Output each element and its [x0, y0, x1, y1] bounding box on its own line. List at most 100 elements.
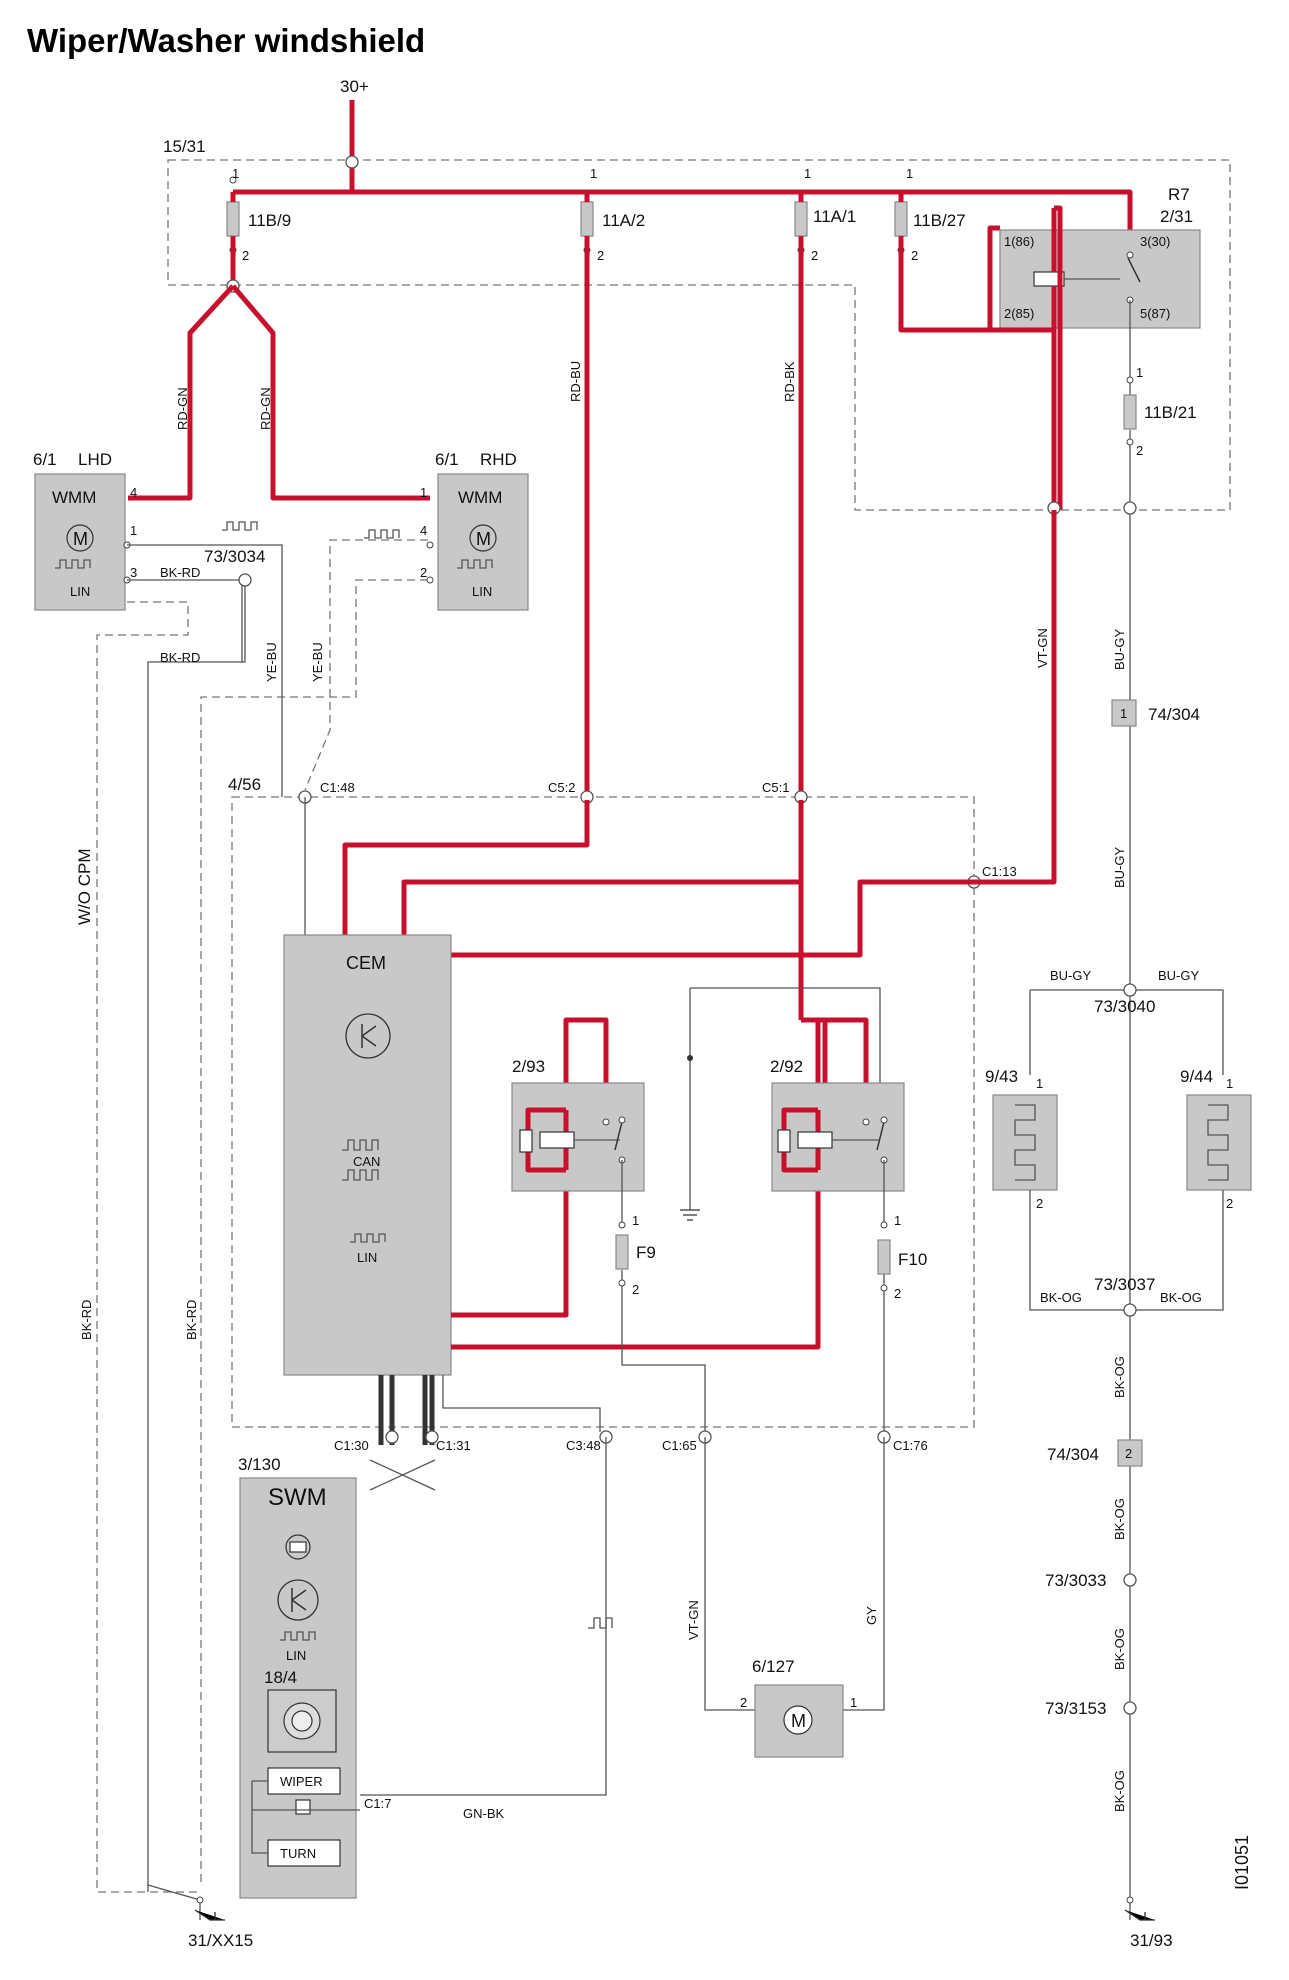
left-ground-pin	[196, 1896, 204, 1904]
supply-node	[345, 155, 359, 169]
can-twist	[369, 1459, 436, 1491]
svg-text:18/4: 18/4	[264, 1668, 297, 1687]
svg-text:6/1: 6/1	[33, 450, 57, 469]
relay-ground-wire	[689, 987, 881, 1210]
svg-text:1(86): 1(86)	[1004, 234, 1034, 249]
svg-text:4: 4	[420, 523, 427, 538]
svg-text:F9: F9	[636, 1243, 656, 1262]
bk-rd-label-right: BK-RD	[184, 1300, 199, 1340]
left-ground-symbol	[194, 1909, 225, 1921]
bk-rd-label-top: BK-RD	[160, 565, 200, 580]
left-ground-wire	[147, 1884, 201, 1920]
fuse-11b27: 1 11B/27 2	[894, 166, 1000, 333]
cem-outline	[231, 796, 975, 1428]
fuse-f10: 1 F10 2	[877, 1160, 927, 1432]
svg-text:1: 1	[632, 1213, 639, 1228]
svg-text:CAN: CAN	[353, 1154, 380, 1169]
svg-text:2: 2	[1125, 1446, 1132, 1461]
svg-text:1: 1	[1136, 365, 1143, 380]
vt-gn-label: VT-GN	[1035, 628, 1050, 668]
rd-bu-label: RD-BU	[568, 361, 583, 402]
svg-text:1: 1	[850, 1695, 857, 1710]
right-ground-symbol	[1124, 1909, 1155, 1921]
svg-text:LIN: LIN	[70, 584, 90, 599]
cem-to-c348	[442, 1375, 601, 1432]
c148-label: C1:48	[320, 780, 355, 795]
heater-feed-wire	[1029, 989, 1224, 1075]
wo-cpm-label: W/O CPM	[75, 849, 94, 926]
svg-text:11A/2: 11A/2	[602, 211, 645, 230]
splice-3153-label: 73/3153	[1045, 1699, 1106, 1718]
svg-text:2: 2	[911, 248, 918, 263]
splice-3034: 73/3034	[204, 547, 265, 566]
wmm-rhd: 6/1 RHD WMM M LIN 1 4 2	[420, 450, 529, 611]
c131-label: C1:31	[436, 1438, 471, 1453]
splice-3033-node	[1123, 1573, 1137, 1587]
svg-text:74/304: 74/304	[1148, 705, 1200, 724]
page-title: Wiper/Washer windshield	[27, 22, 426, 59]
svg-text:3/130: 3/130	[238, 1455, 281, 1474]
bk-og-label-2: BK-OG	[1160, 1290, 1202, 1305]
svg-text:LIN: LIN	[472, 584, 492, 599]
fusebox-id: 15/31	[163, 137, 206, 156]
vt-gn-pump-wire	[704, 1437, 755, 1711]
relay-r7: R7 2/31 1(86) 3(30) 2(85) 5(87)	[990, 185, 1201, 333]
c131-node	[425, 1430, 439, 1444]
svg-text:11B/27: 11B/27	[913, 211, 966, 230]
svg-text:2: 2	[894, 1286, 901, 1301]
svg-text:74/304: 74/304	[1047, 1445, 1099, 1464]
svg-text:2/92: 2/92	[770, 1057, 803, 1076]
gy-pump-wire	[840, 1437, 885, 1711]
lin-lhd-wire	[127, 544, 283, 797]
svg-text:1: 1	[130, 523, 137, 538]
rd-bk-label: RD-BK	[782, 361, 797, 402]
connector-74-304-pin1: 1 74/304	[1111, 699, 1200, 727]
swm-lin-pulse	[588, 1617, 613, 1629]
splice-3034-node	[238, 573, 252, 587]
svg-text:WMM: WMM	[52, 488, 96, 507]
rd-gn-rhd-wire	[231, 284, 430, 501]
svg-text:CEM: CEM	[346, 953, 386, 973]
svg-text:5(87): 5(87)	[1140, 306, 1170, 321]
bu-gy-node	[1123, 501, 1137, 515]
bk-rd-label-left: BK-RD	[79, 1300, 94, 1340]
svg-text:2: 2	[811, 248, 818, 263]
bu-gy-label-1: BU-GY	[1112, 629, 1127, 671]
ground-junction	[687, 1055, 693, 1061]
gy-label: GY	[864, 1606, 879, 1625]
c51-label: C5:1	[762, 780, 789, 795]
cem-module: CEM CAN LIN	[283, 934, 452, 1376]
bu-gy-label-3: BU-GY	[1050, 968, 1092, 983]
svg-text:1: 1	[804, 166, 811, 181]
bk-rd-label-mid: BK-RD	[160, 650, 200, 665]
c17-label: C1:7	[364, 1796, 391, 1811]
svg-text:1: 1	[894, 1213, 901, 1228]
rhd-dashed-wire	[200, 579, 428, 1885]
svg-text:9/44: 9/44	[1180, 1067, 1213, 1086]
bk-og-label-5: BK-OG	[1112, 1628, 1127, 1670]
svg-text:2: 2	[740, 1695, 747, 1710]
ground-right-label: 31/93	[1130, 1931, 1173, 1950]
ground-left-label: 31/XX15	[188, 1931, 253, 1950]
svg-text:11B/9: 11B/9	[248, 211, 291, 230]
fuse-11b21: 1 11B/21 2	[1123, 300, 1197, 1920]
vt-gn-to-cem	[450, 510, 1057, 958]
wo-cpm-wire	[96, 601, 200, 1893]
splice-3033-label: 73/3033	[1045, 1571, 1106, 1590]
rd-gn-lhd-wire	[128, 284, 235, 501]
svg-text:TURN: TURN	[280, 1846, 316, 1861]
svg-text:1: 1	[1120, 706, 1127, 721]
splice-3040-label: 73/3040	[1094, 997, 1155, 1016]
can-bus-wires	[378, 1375, 435, 1445]
wmm-lhd: 6/1 LHD WMM M LIN 4 1 3	[33, 450, 137, 611]
relay-292: 2/92	[770, 1057, 905, 1192]
ye-bu-label-2: YE-BU	[310, 642, 325, 682]
svg-text:RHD: RHD	[480, 450, 517, 469]
svg-text:WIPER: WIPER	[280, 1774, 323, 1789]
svg-text:LIN: LIN	[357, 1250, 377, 1265]
relay-ground-symbol	[680, 1209, 700, 1221]
svg-text:3: 3	[130, 565, 137, 580]
gn-bk-label: GN-BK	[463, 1806, 505, 1821]
fusebox-outline	[167, 159, 1231, 511]
